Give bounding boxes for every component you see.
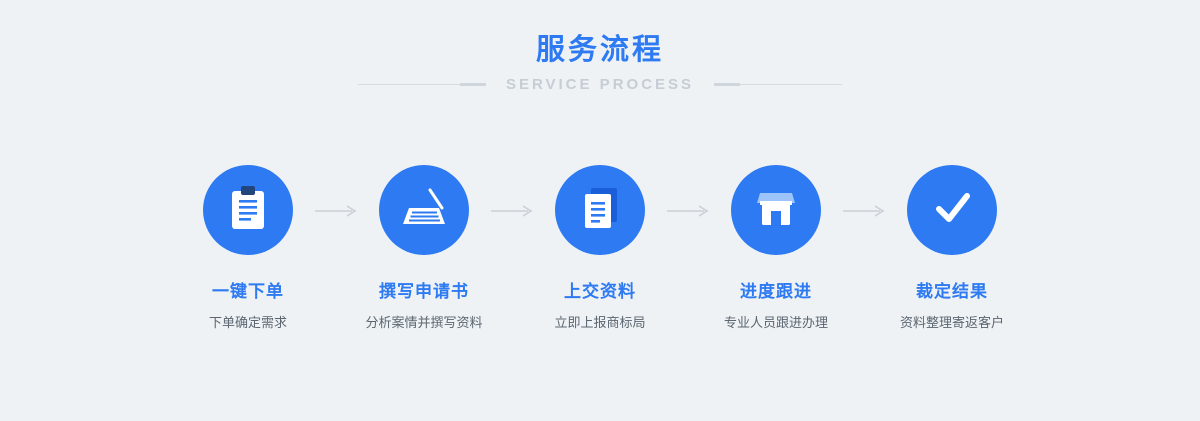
step-description: 下单确定需求 [208, 315, 287, 330]
page-title: 服务流程 [535, 34, 664, 66]
arrow-right-icon [314, 204, 358, 218]
step-title: 一键下单 [212, 282, 284, 301]
decorative-line-left [357, 83, 486, 86]
step-submit-materials: 上交资料 立即上报商标局 [534, 165, 666, 331]
checkmark-icon [929, 188, 975, 233]
step-description: 立即上报商标局 [554, 315, 646, 330]
step-order: 一键下单 下单确定需求 [182, 165, 314, 331]
process-steps: 一键下单 下单确定需求 [0, 165, 1200, 331]
documents-icon [579, 185, 621, 236]
step-description: 分析案情并撰写资料 [365, 315, 483, 330]
keyboard-pen-icon [399, 186, 449, 235]
step-circle [731, 165, 821, 255]
step-title: 上交资料 [564, 282, 636, 301]
arrow-right-icon [666, 204, 710, 218]
step-circle [203, 165, 293, 255]
step-description: 资料整理寄返客户 [899, 315, 1004, 330]
step-description: 专业人员跟进办理 [723, 315, 828, 330]
step-circle [555, 165, 645, 255]
step-title: 进度跟进 [740, 282, 812, 301]
arrow-right-icon [490, 204, 534, 218]
storefront-icon [754, 187, 798, 234]
step-ruling-result: 裁定结果 资料整理寄返客户 [886, 165, 1018, 331]
page-subtitle: SERVICE PROCESS [505, 76, 695, 93]
step-title: 裁定结果 [916, 282, 988, 301]
clipboard-icon [227, 185, 269, 236]
arrow-right-icon [842, 204, 886, 218]
decorative-line-right [714, 83, 843, 86]
step-write-application: 撰写申请书 分析案情并撰写资料 [358, 165, 490, 331]
subtitle-row: SERVICE PROCESS [0, 76, 1200, 93]
step-circle [907, 165, 997, 255]
step-title: 撰写申请书 [379, 282, 469, 301]
step-progress-follow-up: 进度跟进 专业人员跟进办理 [710, 165, 842, 331]
section-header: 服务流程 SERVICE PROCESS [0, 0, 1200, 93]
step-circle [379, 165, 469, 255]
